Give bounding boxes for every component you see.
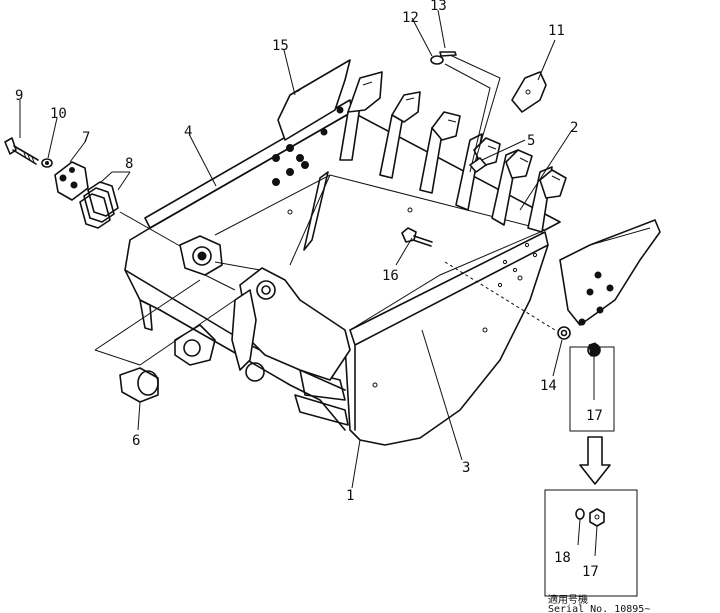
callout-18: 18 [554,550,571,566]
callout-3: 3 [462,460,470,476]
callout-4: 4 [184,124,192,140]
callout-13: 13 [430,0,447,14]
side-bar [303,171,329,251]
shim-plate [54,161,89,201]
callout-8: 8 [125,156,133,172]
teeth-row [339,71,567,233]
down-arrow [579,436,611,485]
leader-lines [19,9,573,489]
left-side-bolts [272,106,344,186]
bushing [119,367,159,403]
serial-applicability-label: 適用号機 [548,593,588,606]
assembly-guide-lines [94,211,236,366]
callout-10: 10 [50,106,67,122]
washer [41,158,53,168]
spare-tooth [511,71,547,113]
right-side-cutter [559,219,661,326]
left-side-cutter [277,59,351,141]
callout-5: 5 [527,133,535,149]
bolt [4,137,39,165]
serial-number-note: Serial No. 10895~ [548,604,650,613]
callout-2: 2 [570,120,578,136]
callout-14: 14 [540,378,557,394]
callout-15: 15 [272,38,289,54]
callout-11: 11 [548,23,565,39]
callout-16: 16 [382,268,399,284]
inset-box-17 [569,342,615,432]
callout-6: 6 [132,433,140,449]
adapter-lock [469,157,487,173]
mounting-bolt [401,227,433,247]
pin-boss-bracket [174,235,351,382]
side-cutter-washer [557,326,571,340]
callout-7: 7 [82,130,90,146]
tooth-pin-retainer [430,51,501,173]
inset-box-serial [544,489,638,597]
callout-12: 12 [402,10,419,26]
callout-17-serial: 17 [582,564,599,580]
callout-1: 1 [346,488,354,504]
callout-17-inset: 17 [586,408,603,424]
callout-9: 9 [15,88,23,104]
shims [79,171,131,229]
